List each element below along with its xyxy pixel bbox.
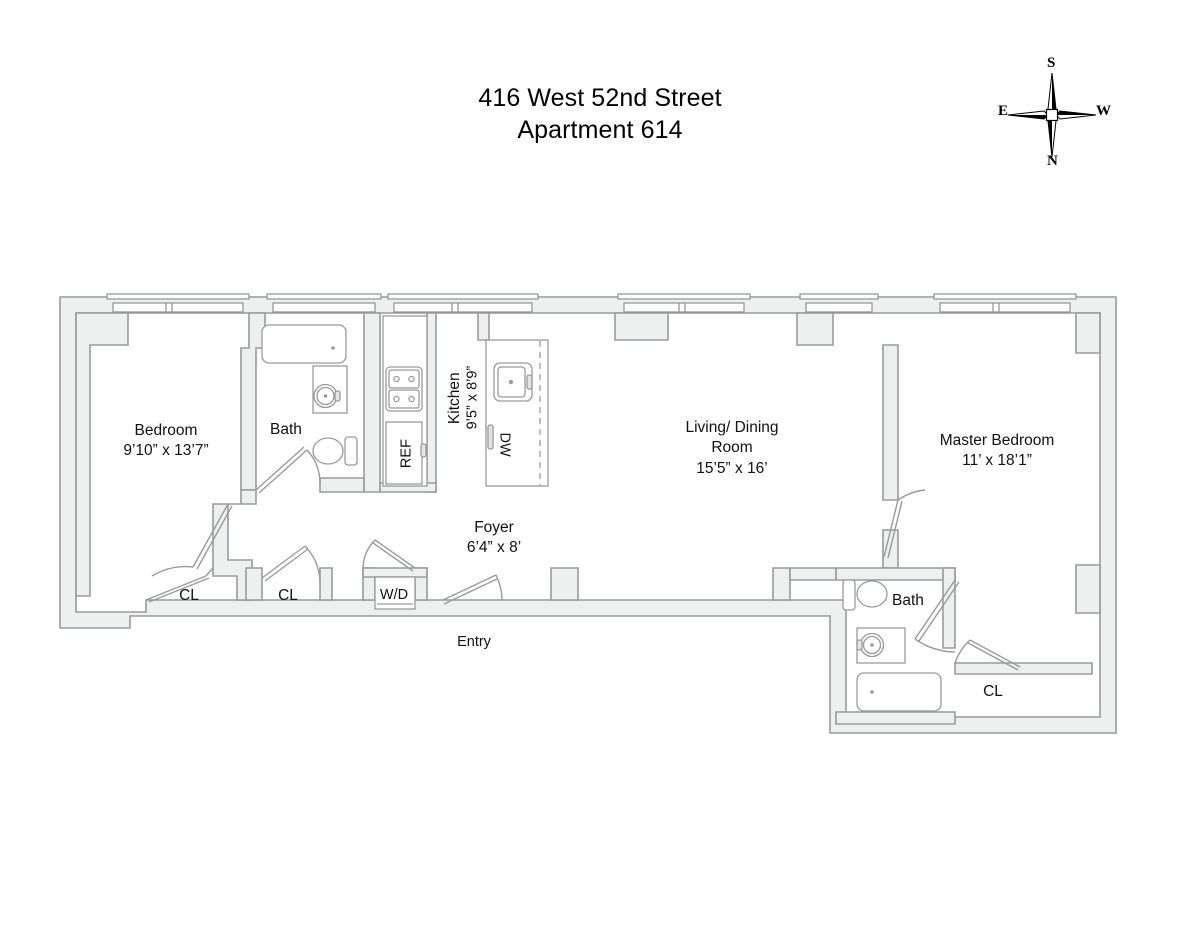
door-text-entry: Entry (457, 634, 491, 650)
room-name-bedroom: Bedroom (134, 422, 198, 439)
window (933, 293, 1077, 313)
wall-bath-kitchen (363, 312, 381, 493)
door-master-closet (954, 639, 1021, 671)
washer-dryer-icon (374, 576, 416, 610)
range-icon (385, 366, 423, 412)
room-label-living-dining: Living/ Dining Room 15’5” x 16’ (652, 418, 812, 479)
compass-rose: S N E W (990, 55, 1115, 175)
door-master-bath (914, 579, 960, 653)
window (387, 293, 539, 313)
room-name-bath-master: Bath (892, 592, 924, 609)
room-name-master-bedroom: Master Bedroom (939, 432, 1055, 449)
bathtub-master-icon (856, 672, 942, 712)
appliance-label-dishwasher: DW (494, 415, 513, 475)
window (617, 293, 751, 313)
bathroom-master-fixtures (842, 579, 942, 712)
room-dims-master-bedroom: 11’ x 18’1” (962, 452, 1032, 470)
room-dims-kitchen: 9’5” x 8’9” (464, 365, 481, 430)
dishwasher-handle (487, 424, 494, 450)
room-label-foyer: Foyer 6’4” x 8’ (434, 518, 554, 559)
door-bedroom (151, 503, 233, 577)
wall-pier-living-2 (796, 312, 834, 346)
wall-wd-top (362, 567, 428, 578)
refrigerator-icon (385, 421, 427, 485)
appliance-label-washer-dryer: W/D (364, 586, 424, 605)
room-dims-kitchen-wrap: 9’5” x 8’9” (463, 335, 482, 461)
wall-kitchen-right (426, 312, 437, 493)
door-label-entry: Entry (434, 633, 514, 652)
closet-text-bedroom: CL (179, 587, 199, 604)
room-name-living-dining-line2: Room (711, 439, 753, 457)
wall-pier-living-1 (614, 312, 669, 341)
room-label-master-bedroom: Master Bedroom 11’ x 18’1” (907, 431, 1087, 472)
appliance-text-dishwasher: DW (496, 432, 513, 457)
bathroom-secondary-fixtures (261, 324, 358, 466)
room-dims-living-dining: 15’5” x 16’ (696, 459, 768, 477)
compass-label-top: S (1047, 55, 1056, 71)
page-title-line1: 416 West 52nd Street (478, 84, 722, 112)
room-label-kitchen: Kitchen (445, 335, 465, 461)
wall-masterbath-right (942, 567, 956, 649)
toilet-tank-master (842, 579, 856, 611)
toilet-tank-secondary (344, 436, 358, 466)
door-closet-wd (362, 539, 416, 572)
kitchen-fixtures (382, 315, 549, 487)
door-swing-group (145, 446, 1021, 671)
wall-living-bottom-step (789, 567, 837, 581)
closet-label-master: CL (963, 682, 1023, 702)
kitchen-sink-icon (493, 362, 533, 402)
room-name-living-dining-line1: Living/ Dining (685, 419, 779, 436)
wall-masterbath-bottom (835, 711, 956, 725)
page-title-line2: Apartment 614 (517, 116, 683, 144)
door-master-bedroom (883, 489, 926, 559)
door-closet-hall (261, 545, 321, 582)
toilet-secondary-icon (312, 437, 344, 465)
compass-label-left: E (998, 103, 1009, 119)
wall-closet2-right (319, 567, 333, 601)
room-label-bath-secondary: Bath (246, 420, 326, 440)
room-label-bedroom: Bedroom 9’10” x 13’7” (86, 421, 246, 462)
wall-closet-divider (245, 567, 263, 601)
window-group (106, 293, 1077, 313)
door-bath-secondary (255, 446, 321, 494)
room-name-bath-secondary: Bath (270, 421, 302, 438)
compass-label-right: W (1096, 103, 1111, 119)
appliance-label-refrigerator: REF (397, 424, 416, 484)
wall-bedroom-left-jog (75, 312, 129, 597)
wall-living-master (882, 344, 899, 501)
room-dims-foyer: 6’4” x 8’ (466, 539, 522, 557)
wall-foyer-right (772, 567, 791, 601)
closet-label-bedroom: CL (159, 586, 219, 606)
compass-rose-icon (1007, 72, 1097, 158)
window (106, 293, 250, 313)
plan-title-block: 416 West 52nd Street Apartment 614 (0, 82, 1200, 146)
room-dims-bedroom: 9’10” x 13’7” (123, 442, 209, 460)
closet-label-hall: CL (258, 586, 318, 606)
wall-foyer-column (550, 567, 579, 601)
wall-masterclo-top (954, 662, 1093, 675)
window (799, 293, 879, 313)
door-closet-bedroom (145, 567, 214, 603)
room-name-kitchen: Kitchen (445, 372, 463, 425)
wall-bath-bottom (319, 477, 365, 493)
room-label-bath-master: Bath (868, 591, 948, 611)
window (266, 293, 382, 313)
wall-masterbath-top (835, 567, 956, 581)
door-entry (442, 574, 503, 605)
appliance-text-washer-dryer: W/D (379, 587, 409, 603)
closet-text-master: CL (983, 683, 1003, 700)
toilet-master-icon (856, 580, 888, 608)
bathtub-secondary-icon (261, 324, 347, 364)
closet-text-hall: CL (278, 587, 298, 604)
appliance-text-refrigerator: REF (398, 439, 415, 469)
wall-master-niche-mid (1075, 564, 1101, 614)
room-name-foyer: Foyer (474, 519, 514, 536)
compass-label-bottom: N (1047, 153, 1058, 169)
wall-master-niche-top (1075, 312, 1101, 354)
